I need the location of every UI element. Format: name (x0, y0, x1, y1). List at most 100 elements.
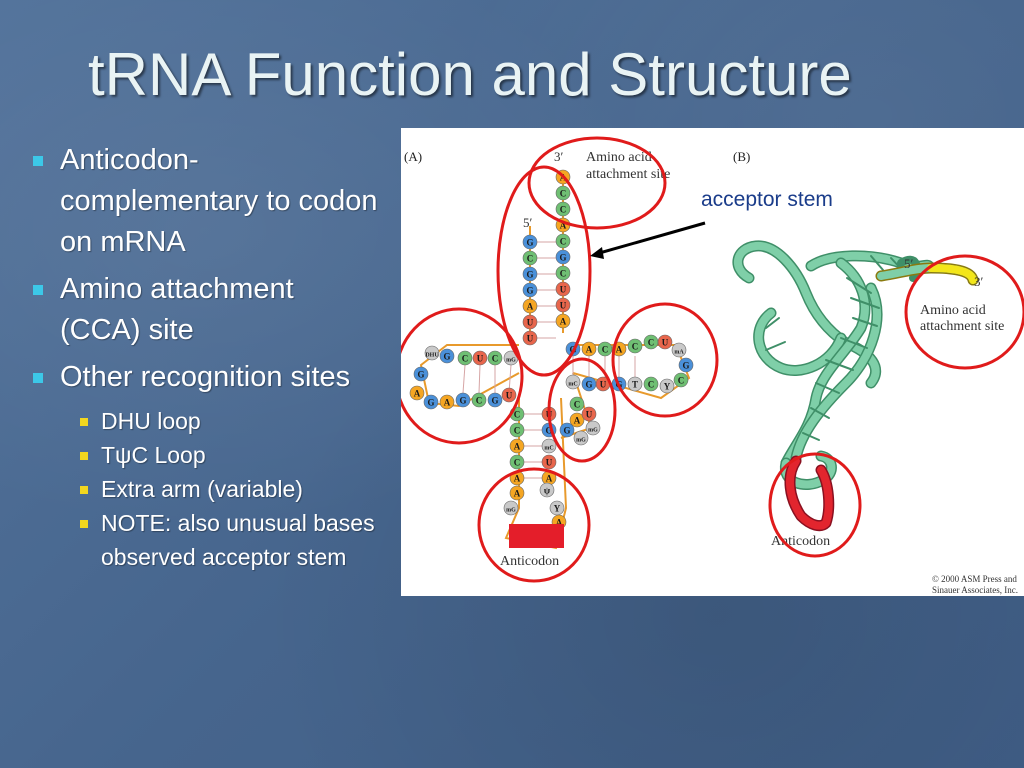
nucleotide-letter: mG (576, 438, 586, 444)
nucleotide-letter: ψ (544, 486, 551, 496)
nucleotide-letter: mG (588, 428, 598, 434)
b-amino-acid-site-circle (904, 254, 1024, 370)
nucleotide-circle (541, 454, 557, 470)
nucleotide-circle (585, 420, 601, 436)
nucleotide-circle (471, 392, 487, 408)
b-anticodon-circle (768, 452, 862, 558)
acceptor-3prime-base: A (555, 313, 571, 329)
nucleotide-circle (643, 376, 659, 392)
sub-bullet-text: Extra arm (variable) (101, 476, 303, 502)
acceptor-3prime-base: C (555, 233, 571, 249)
nucleotide-letter: U (546, 458, 553, 468)
extra-arm-circle (547, 357, 617, 463)
panel-a-label: (A) (404, 149, 422, 164)
nucleotide-circle (581, 376, 597, 392)
nucleotide-letter: C (462, 354, 469, 364)
nucleotide-letter: G (417, 370, 424, 380)
nucleotide-circle (439, 394, 455, 410)
acceptor-5prime-base: A (522, 298, 538, 314)
nucleotide-circle (522, 266, 538, 282)
anticodon-arm-base: ψ (539, 482, 555, 498)
sub-bullet-text: TψC Loop (101, 442, 206, 468)
nucleotide-letter: G (563, 426, 570, 436)
panel-b-label: (B) (733, 149, 750, 164)
nucleotide-letter: C (574, 400, 581, 410)
dhu-arm-base: A (409, 385, 425, 401)
nucleotide-letter: A (514, 474, 521, 484)
anticodon-arm-base: mG (503, 500, 519, 516)
tpsic-arm-base: A (581, 341, 597, 357)
nucleotide-letter: C (492, 354, 499, 364)
nucleotide-circle (423, 394, 439, 410)
nucleotide-letter: G (459, 396, 466, 406)
three-prime-label: 3′ (554, 149, 564, 164)
nucleotide-circle (569, 412, 585, 428)
bullet-marker (33, 156, 43, 166)
nucleotide-letter: A (527, 302, 534, 312)
nucleotide-letter: G (559, 253, 566, 263)
acceptor-5prime-base: C (522, 250, 538, 266)
nucleotide-letter: A (560, 317, 567, 327)
nucleotide-letter: U (506, 391, 513, 401)
nucleotide-circle (569, 396, 585, 412)
nucleotide-letter: mC (544, 446, 553, 452)
bullet-text: Other recognition sites (60, 361, 351, 393)
nucleotide-letter: DHU (425, 353, 439, 359)
nucleotide-letter: A (574, 416, 581, 426)
nucleotide-letter: C (560, 269, 567, 279)
bullet-text: Amino attachment (CCA) site (60, 273, 294, 346)
nucleotide-letter: A (586, 345, 593, 355)
nucleotide-letter: Y (664, 382, 671, 392)
nucleotide-letter: G (526, 238, 533, 248)
anticodon-arm-base: C (509, 422, 525, 438)
nucleotide-letter: C (514, 458, 521, 468)
nucleotide-letter: U (527, 334, 534, 344)
sub-bullet-text: DHU loop (101, 408, 201, 434)
dhu-arm-base: U (472, 350, 488, 366)
copyright-line1: © 2000 ASM Press and (932, 574, 1017, 584)
nucleotide-circle (555, 297, 571, 313)
tpsic-arm-base: mC (565, 374, 581, 390)
tertiary-structure (732, 240, 979, 532)
nucleotide-circle (487, 392, 503, 408)
nucleotide-letter: C (514, 410, 521, 420)
nucleotide-circle (555, 281, 571, 297)
acceptor-3prime-base: C (555, 201, 571, 217)
nucleotide-circle (559, 422, 575, 438)
nucleotide-letter: U (477, 354, 484, 364)
variable-loop-base: C (569, 396, 585, 412)
bullet-marker (33, 285, 43, 295)
nucleotide-letter: Y (554, 504, 561, 514)
acceptor-3prime-base: U (555, 281, 571, 297)
anticodon-arm-base: U (541, 454, 557, 470)
b-three-prime-label: 3′ (974, 274, 984, 289)
copyright-line2: Sinauer Associates, Inc. (932, 585, 1018, 595)
acceptor-5prime-base: G (522, 282, 538, 298)
nucleotide-letter: A (514, 442, 521, 452)
highlight-circles (394, 136, 1024, 583)
nucleotide-letter: G (585, 380, 592, 390)
nucleotide-circle (457, 350, 473, 366)
dhu-arm-base: U (501, 387, 517, 403)
sub-bullet-marker (80, 520, 88, 528)
nucleotide-letter: G (443, 352, 450, 362)
nucleotide-circle (671, 342, 687, 358)
nucleotide-letter: A (444, 398, 451, 408)
nucleotide-letter: T (632, 380, 638, 390)
nucleotide-letter: C (678, 376, 685, 386)
acceptor-stem-circle (496, 165, 592, 377)
base-pair-line (478, 364, 481, 394)
nucleotide-circle (657, 334, 673, 350)
tpsic-arm-base: U (657, 334, 673, 350)
tpsic-arm-base: C (597, 341, 613, 357)
anticodon-loop-circle (477, 467, 591, 583)
nucleotide-letter: C (648, 338, 655, 348)
nucleotide-letter: U (662, 338, 669, 348)
anticodon-arm-base: C (509, 454, 525, 470)
tpsic-arm-base: G (678, 357, 694, 373)
nucleotide-letter: C (648, 380, 655, 390)
nucleotide-letter: A (546, 474, 553, 484)
acceptor-3prime-base: C (555, 185, 571, 201)
nucleotide-letter: C (560, 189, 567, 199)
